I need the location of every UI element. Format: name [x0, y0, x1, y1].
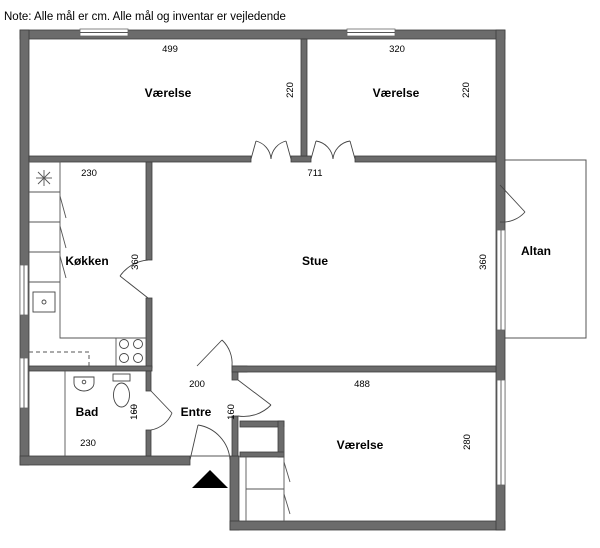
- dim-entry-depth: 160: [226, 404, 237, 420]
- dimension-labels: 499 220 320 220 711 360 230 360 230 160 …: [80, 44, 489, 450]
- dim-bedroom-se-width: 488: [354, 379, 370, 390]
- plan-note: Note: Alle mål er cm. Alle mål og invent…: [4, 11, 286, 23]
- cooktop-icon: [119, 339, 143, 363]
- kitchen-counter: [29, 161, 146, 366]
- balcony-outline: [499, 159, 587, 339]
- entrance-arrow-icon: [192, 470, 228, 488]
- dim-kitchen-width: 230: [81, 168, 97, 179]
- dim-kitchen-depth: 360: [130, 254, 141, 270]
- sink-icon: [32, 291, 56, 313]
- room-label-entry: Entre: [181, 405, 212, 419]
- room-label-bedroom-se: Værelse: [337, 438, 384, 452]
- dim-living-depth: 360: [478, 254, 489, 270]
- dim-bedroom-ne-depth: 220: [461, 82, 472, 98]
- dim-bedroom-nw-width: 499: [162, 44, 178, 55]
- dim-bath-width: 230: [80, 438, 96, 449]
- room-label-living: Stue: [302, 254, 328, 268]
- room-label-bath: Bad: [76, 405, 99, 419]
- dashed-outline: [29, 351, 90, 366]
- dim-bedroom-se-depth: 280: [462, 434, 473, 450]
- dim-bedroom-nw-depth: 220: [285, 82, 296, 98]
- room-labels: Værelse Værelse Stue Køkken Altan Bad En…: [65, 86, 551, 452]
- toilet-icon: [112, 373, 131, 408]
- dim-bath-depth: 160: [129, 404, 140, 420]
- room-label-bedroom-ne: Værelse: [373, 86, 420, 100]
- doors: [119, 140, 526, 461]
- dim-bedroom-ne-width: 320: [389, 44, 405, 55]
- room-label-kitchen: Køkken: [65, 254, 108, 268]
- extractor-fan-icon: [36, 170, 52, 186]
- windows: [19, 28, 506, 486]
- washbasin-icon: [73, 376, 95, 392]
- room-label-bedroom-nw: Værelse: [145, 86, 192, 100]
- room-label-balcony: Altan: [521, 244, 551, 258]
- dim-entry-width: 200: [189, 379, 205, 390]
- interior-walls: [28, 38, 497, 458]
- dim-living-width: 711: [307, 168, 322, 179]
- closet: [245, 427, 291, 521]
